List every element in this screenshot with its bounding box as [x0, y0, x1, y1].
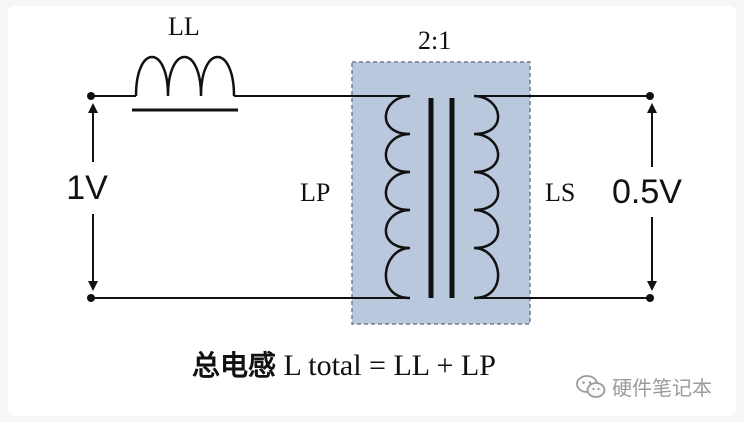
secondary-winding-label: LS [545, 178, 576, 207]
primary-winding-label: LP [300, 178, 331, 207]
transformer-core-box [351, 61, 531, 325]
terminal-dots [87, 92, 654, 302]
inductor-ll [134, 55, 236, 97]
formula-cjk-text: 总电感 [192, 349, 277, 382]
watermark-text: 硬件笔记本 [612, 376, 712, 400]
output-voltage-label: 0.5V [604, 167, 690, 217]
formula-expression: L total = LL + LP [283, 349, 496, 382]
secondary-winding-ls [473, 94, 500, 300]
inductor-ll-label: LL [168, 12, 200, 41]
input-voltage-label: 1V [34, 162, 140, 214]
circuit-wires [91, 95, 650, 299]
primary-winding-lp [384, 94, 411, 300]
total-inductance-formula: 总电感 L total = LL + LP [192, 344, 496, 384]
watermark: 硬件笔记本 [576, 372, 712, 401]
wechat-icon [576, 374, 606, 398]
turns-ratio-label: 2:1 [418, 26, 452, 55]
